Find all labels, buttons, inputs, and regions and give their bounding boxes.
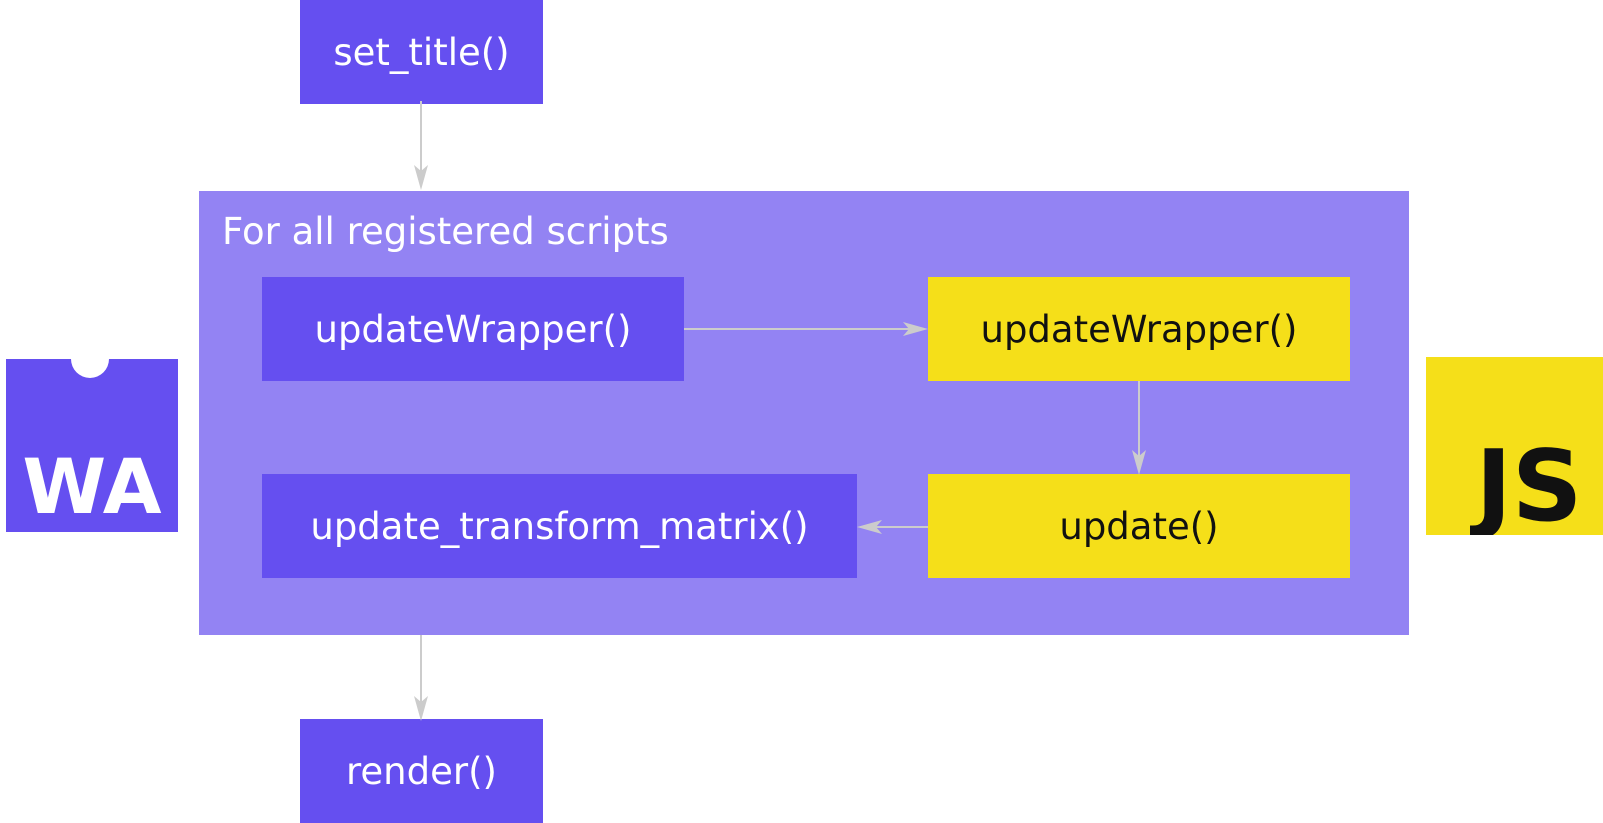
set-title-node: set_title() — [300, 0, 543, 104]
javascript-logo-text: JS — [1469, 430, 1582, 535]
arrowhead-render — [414, 696, 428, 721]
arrowhead-set-title — [414, 165, 428, 190]
webassembly-logo-text: WA — [22, 442, 161, 531]
wasm-update-transform-matrix-node: update_transform_matrix() — [262, 474, 857, 578]
js-update-wrapper-node: updateWrapper() — [928, 277, 1350, 381]
wasm-update-wrapper-node: updateWrapper() — [262, 277, 684, 381]
javascript-logo-icon: JS — [1426, 357, 1603, 544]
js-update-node: update() — [928, 474, 1350, 578]
render-node: render() — [300, 719, 543, 823]
webassembly-logo-icon: WA — [6, 359, 178, 532]
group-label: For all registered scripts — [222, 210, 669, 253]
